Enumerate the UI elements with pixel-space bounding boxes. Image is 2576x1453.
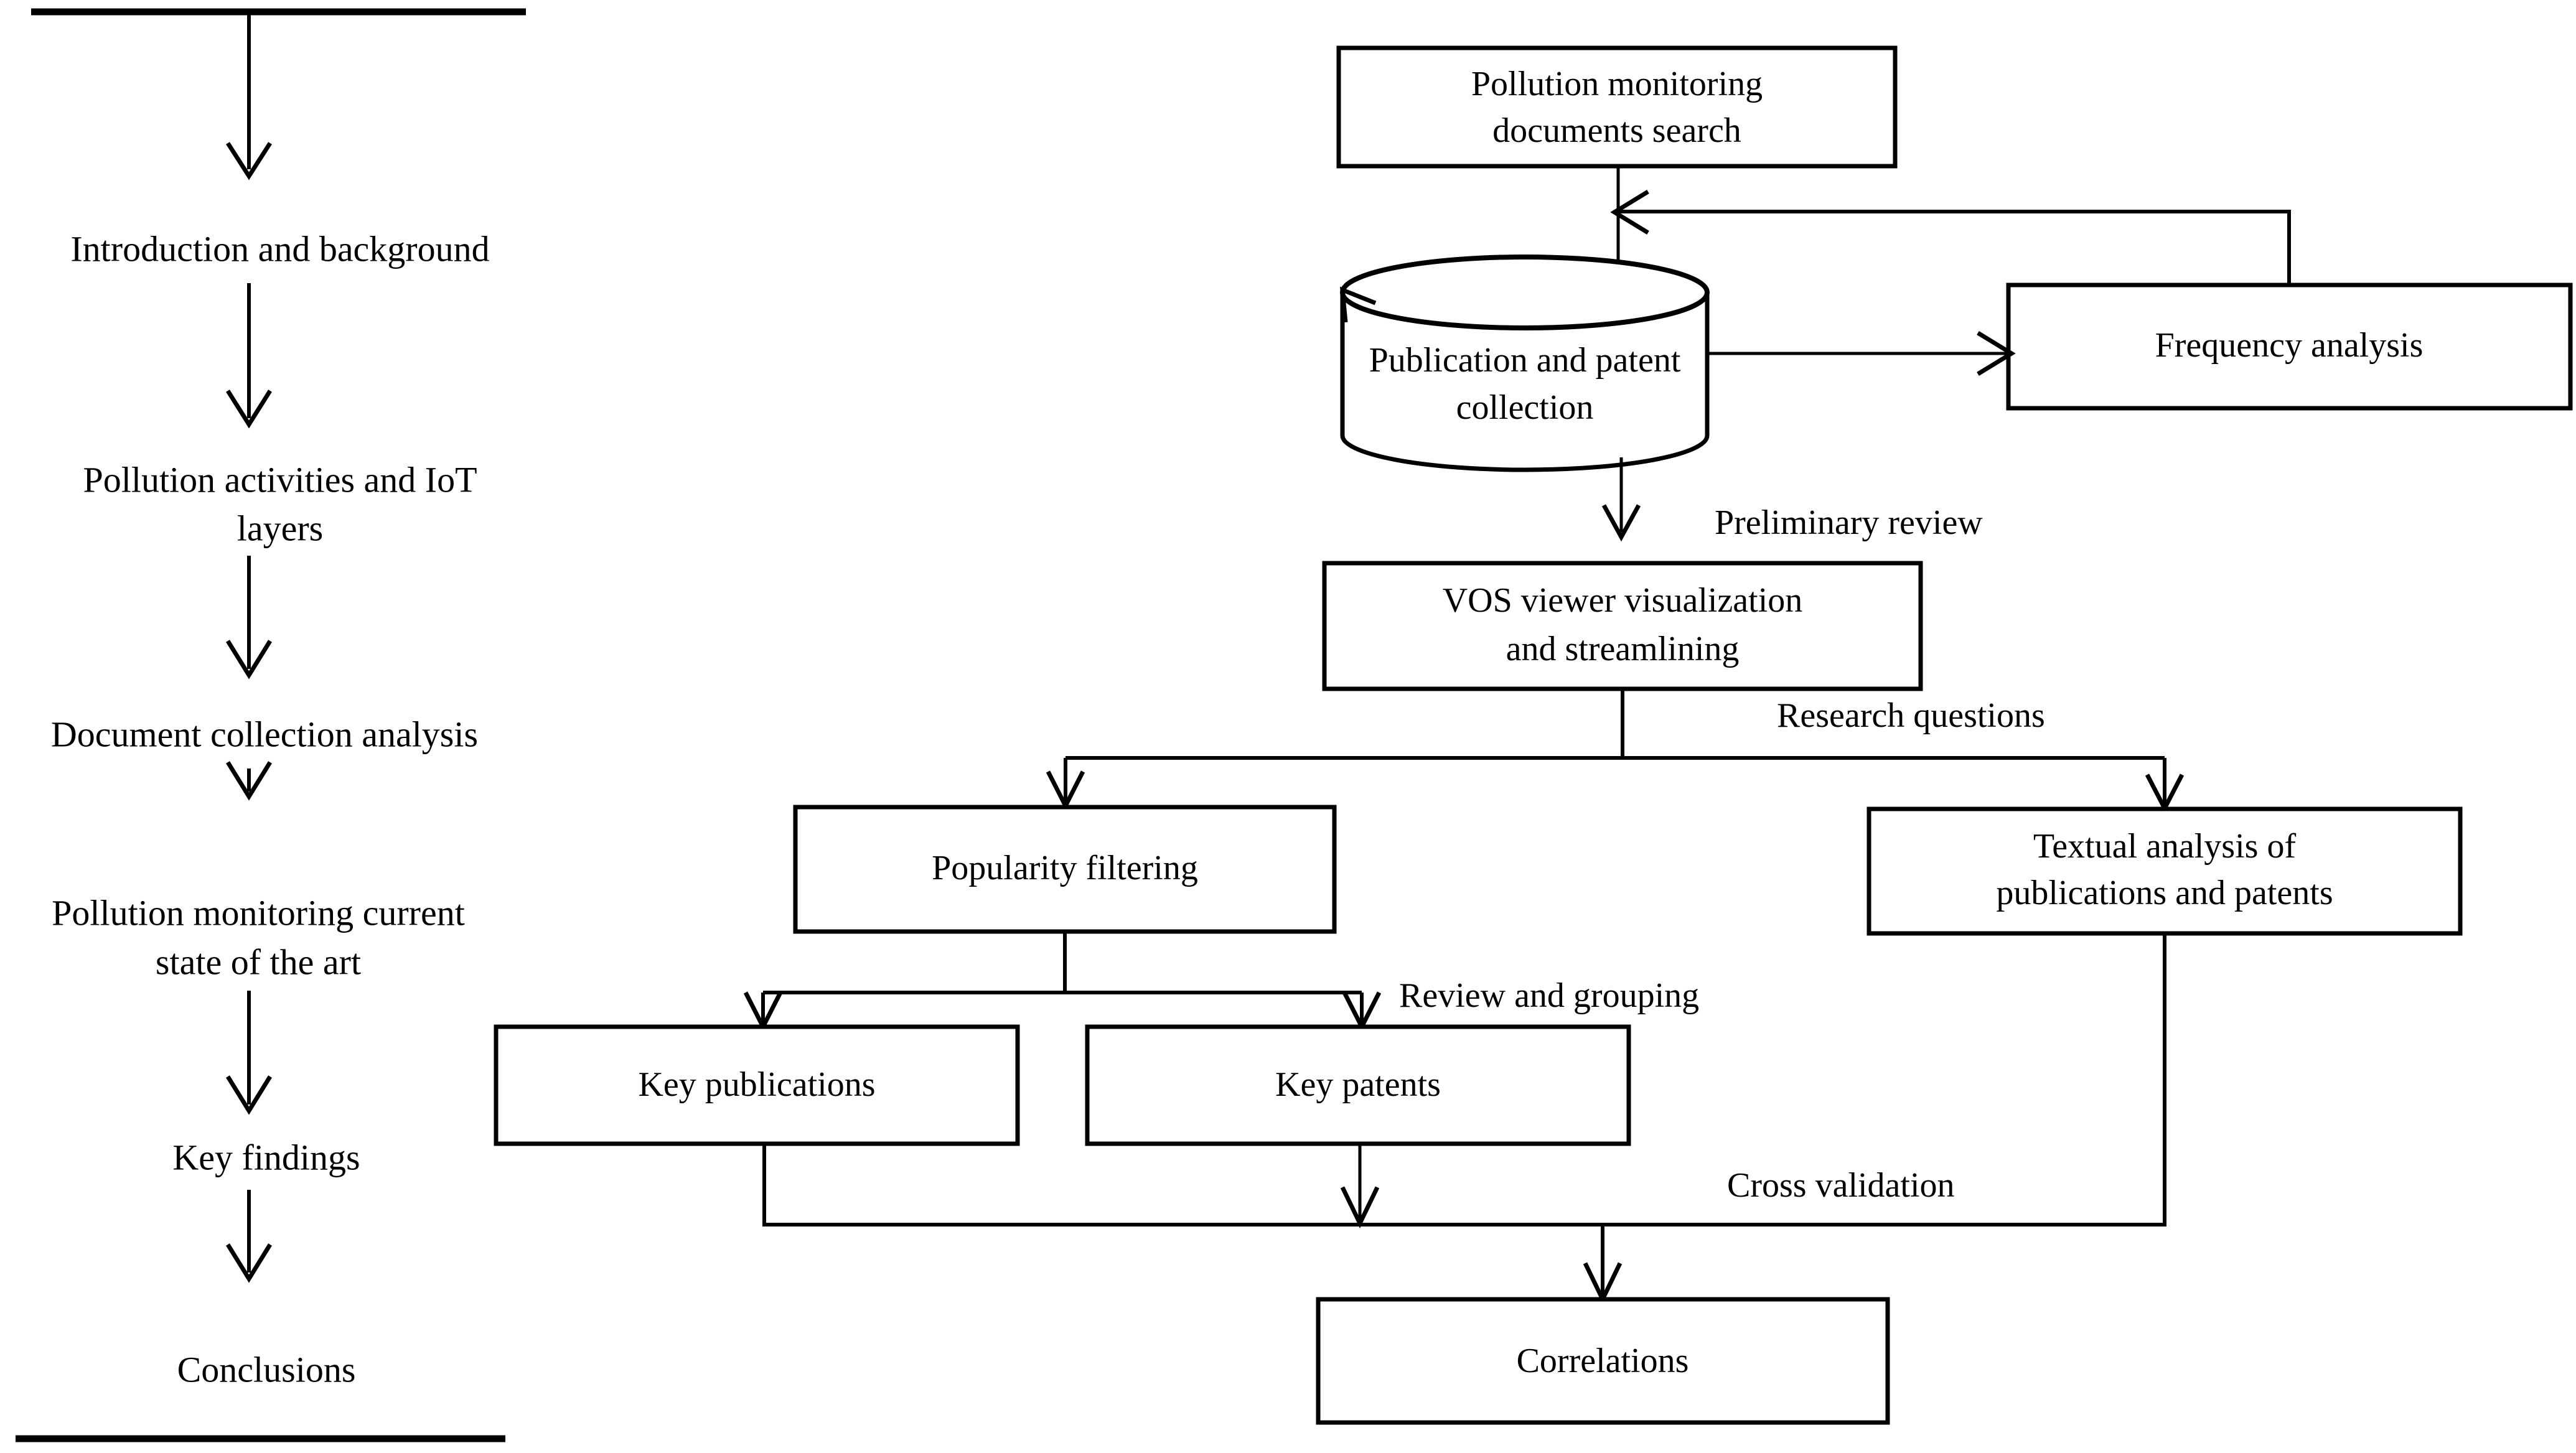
arrowhead-down-icon: [226, 1243, 272, 1283]
node-key-patents[interactable]: [1085, 1024, 1631, 1146]
edge-label-research-questions: Research questions: [1777, 696, 2045, 735]
arrowhead-down-icon: [226, 142, 272, 180]
node-textual-analysis-label-line2: publications and patents: [1996, 874, 2333, 912]
arrowhead-right-icon: [1977, 331, 2016, 376]
connector-textual-analysis-cross-validation: [1603, 933, 2166, 1226]
node-documents-search[interactable]: [1336, 45, 1898, 169]
node-correlations[interactable]: [1316, 1297, 1890, 1425]
node-vos-viewer[interactable]: [1322, 561, 1923, 691]
left-step-key-findings: Key findings: [172, 1137, 360, 1177]
node-vos-viewer-label-line2: and streamlining: [1506, 630, 1740, 668]
connector-key-publications-to-merge: [762, 1144, 1603, 1226]
edge-label-cross-validation: Cross validation: [1727, 1166, 1955, 1205]
node-textual-analysis[interactable]: [1866, 806, 2463, 936]
arrowhead-down-icon: [1340, 1186, 1380, 1229]
node-key-publications-label: Key publications: [638, 1065, 875, 1104]
arrowhead-down-icon: [226, 390, 272, 429]
node-frequency-analysis-label: Frequency analysis: [2155, 326, 2424, 365]
arrowhead-left-icon: [1610, 190, 1649, 235]
node-correlations-label: Correlations: [1517, 1342, 1689, 1380]
edge-label-review-and-grouping: Review and grouping: [1399, 976, 1699, 1015]
node-popularity-filtering-label: Popularity filtering: [932, 849, 1198, 887]
left-step-pollution-activities-line2: layers: [237, 508, 324, 548]
left-step-document-collection: Document collection analysis: [51, 714, 478, 754]
node-publication-collection-label-line1: Publication and patent: [1369, 341, 1681, 380]
node-documents-search-label-line2: documents search: [1492, 111, 1741, 150]
cylinder-top-ellipse: [1340, 255, 1710, 330]
left-step-state-of-art-line1: Pollution monitoring current: [52, 892, 465, 933]
right-diagram-group: Pollution monitoring documents search Pu…: [494, 45, 2573, 1425]
arrowhead-down-icon: [226, 761, 272, 801]
connector-frequency-feedback: [1618, 210, 2291, 285]
node-textual-analysis-label-line1: Textual analysis of: [2033, 827, 2297, 866]
node-key-patents-label: Key patents: [1275, 1065, 1441, 1104]
node-frequency-analysis[interactable]: [2006, 283, 2573, 411]
cylinder-body: [1340, 290, 1710, 472]
arrowhead-down-icon: [226, 640, 272, 680]
node-key-publications[interactable]: [494, 1024, 1020, 1146]
node-vos-viewer-label-line1: VOS viewer visualization: [1443, 581, 1803, 620]
edge-label-preliminary-review: Preliminary review: [1715, 503, 1983, 542]
left-column-group: Introduction and background Pollution ac…: [16, 8, 526, 1442]
node-publication-collection-label-line2: collection: [1456, 388, 1594, 427]
node-popularity-filtering[interactable]: [793, 805, 1337, 934]
left-step-introduction: Introduction and background: [70, 228, 489, 269]
node-documents-search-label-line1: Pollution monitoring: [1471, 65, 1763, 103]
left-step-state-of-art-line2: state of the art: [156, 941, 361, 982]
arrowhead-down-icon: [1601, 504, 1641, 542]
left-step-pollution-activities-line1: Pollution activities and IoT: [83, 459, 477, 500]
arrowhead-feedback-into-collection-icon: [1339, 286, 1377, 323]
arrowhead-down-icon: [226, 1075, 272, 1115]
node-publication-collection[interactable]: [1340, 255, 1710, 472]
left-step-conclusions: Conclusions: [177, 1349, 356, 1390]
